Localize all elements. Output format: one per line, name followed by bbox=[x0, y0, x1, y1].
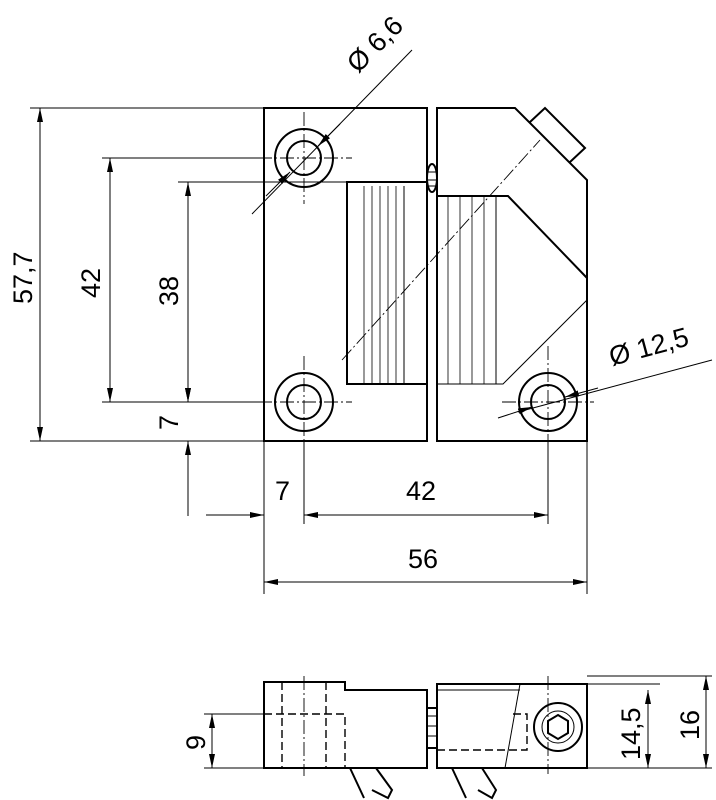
dim-bottom-offset: 7 bbox=[154, 415, 184, 430]
diameter-small-label: Ø 6,6 bbox=[341, 10, 409, 78]
dim-hole-spacing-horizontal: 42 bbox=[406, 476, 436, 506]
dim-total-height: 57,7 bbox=[8, 251, 38, 304]
side-hinge-knob bbox=[426, 707, 438, 749]
dim-side-right-height-b: 16 bbox=[675, 710, 705, 740]
right-block-outline bbox=[436, 107, 588, 442]
top-view: Ø 6,6 Ø 12,5 57,7 42 38 7 7 42 bbox=[8, 10, 713, 594]
dim-side-left-height: 9 bbox=[181, 735, 211, 750]
dim-slot-height: 38 bbox=[154, 276, 184, 306]
hole-top-left bbox=[258, 112, 352, 204]
left-slot bbox=[346, 181, 428, 385]
hinge-knob bbox=[426, 163, 438, 193]
bolt-head bbox=[533, 702, 583, 752]
dim-side-right-height-a: 14,5 bbox=[616, 707, 646, 760]
dim-total-width: 56 bbox=[408, 544, 438, 574]
dim-hole-spacing-vertical: 42 bbox=[76, 268, 106, 298]
side-view: 9 14,5 16 bbox=[181, 675, 712, 800]
hole-bottom-right bbox=[502, 346, 594, 454]
dim-left-offset: 7 bbox=[275, 476, 290, 506]
diameter-large-label: Ø 12,5 bbox=[606, 322, 692, 372]
hole-bottom-left bbox=[258, 356, 352, 448]
